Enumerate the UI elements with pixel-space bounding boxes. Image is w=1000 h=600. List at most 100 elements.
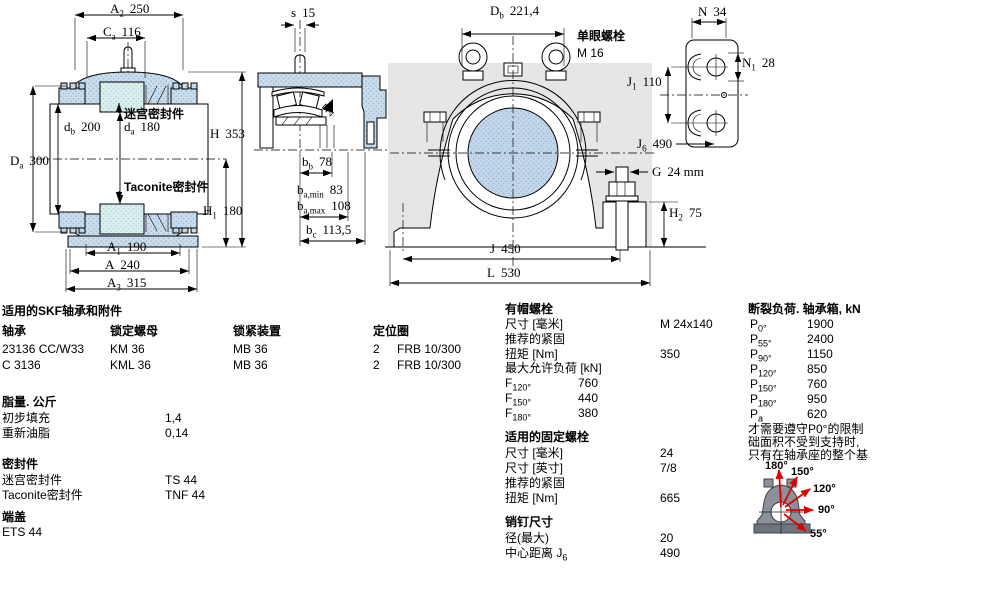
load-sym: P180°	[750, 392, 777, 409]
fixbolt-label: 尺寸 [毫米]	[505, 446, 564, 460]
base-top-view	[660, 18, 748, 148]
grease-value: 1,4	[165, 411, 182, 425]
bearings-title: 适用的SKF轴承和附件	[2, 304, 123, 318]
fixbolt-value: 7/8	[660, 461, 677, 475]
load-sym: P90°	[750, 347, 772, 364]
angle-label-120: 120°	[813, 483, 836, 495]
cell-locknut: KML 36	[110, 358, 151, 372]
load-sym: P0°	[750, 317, 767, 334]
breaking-note-line: 只有在轴承座的整个基	[748, 448, 869, 462]
load-angle-diagram	[753, 469, 814, 534]
angle-label-180: 180°	[765, 460, 788, 472]
load-value: 1150	[807, 347, 833, 361]
breaking-note-line: 础面积不受到支持时,	[748, 435, 860, 449]
fixbolt-value: 24	[660, 446, 674, 460]
angle-label-90: 90°	[818, 504, 835, 516]
grease-label: 初步填充	[2, 411, 51, 425]
col-ring: 定位圈	[373, 324, 410, 338]
cell-ring: FRB 10/300	[397, 358, 462, 372]
load-value: 760	[578, 376, 599, 390]
seal-label: Taconite密封件	[2, 488, 83, 502]
load-value: 950	[807, 392, 828, 406]
note-labyrinth-seal: 迷宫密封件	[124, 107, 185, 121]
load-sym: Pa	[750, 407, 764, 424]
capbolt-rec-label: 推荐的紧固	[505, 332, 566, 346]
endcover-value: ETS 44	[2, 525, 43, 539]
load-value: 440	[578, 391, 599, 405]
cell-bearing: C 3136	[2, 358, 41, 372]
capbolt-size-value: M 24x140	[660, 317, 713, 331]
fixbolts-title: 适用的固定螺栓	[505, 430, 590, 444]
col-bearing: 轴承	[2, 324, 27, 338]
load-sym: P120°	[750, 362, 777, 379]
load-value: 620	[807, 407, 828, 421]
fixbolt-label: 尺寸 [英寸]	[505, 461, 564, 475]
pin-label: 径(最大)	[505, 531, 549, 545]
col-lockdev: 锁紧装置	[233, 324, 282, 338]
note-eyebolt-size: M 16	[577, 46, 604, 60]
capbolt-torque-value: 350	[660, 347, 681, 361]
fixbolt-value: 665	[660, 491, 681, 505]
load-sym: F120°	[505, 376, 531, 393]
load-value: 850	[807, 362, 828, 376]
seal-value: TS 44	[165, 473, 198, 487]
pin-label: 中心距离 J6	[505, 546, 568, 563]
capbolt-size-label: 尺寸 [毫米]	[505, 317, 564, 331]
load-direction-arrows	[775, 469, 814, 532]
angle-label-55: 55°	[810, 528, 827, 540]
cell-bearing: 23136 CC/W33	[2, 342, 85, 356]
grease-value: 0,14	[165, 426, 189, 440]
breaking-note-line: 才需要遵守P0°的限制	[748, 422, 864, 436]
load-sym: P55°	[750, 332, 772, 349]
breaking-title: 断裂负荷. 轴承箱, kN	[748, 302, 861, 316]
capbolts-title: 有帽螺栓	[505, 302, 554, 316]
capbolt-maxload-label: 最大允许负荷 [kN]	[505, 361, 602, 375]
seal-value: TNF 44	[165, 488, 206, 502]
fixbolt-label: 扭矩 [Nm]	[505, 491, 558, 505]
note-taconite-seal: Taconite密封件	[124, 180, 209, 194]
seals-title: 密封件	[2, 457, 39, 471]
pin-value: 490	[660, 546, 681, 560]
grease-title: 脂量. 公斤	[2, 395, 57, 409]
fixbolt-label: 推荐的紧固	[505, 476, 566, 490]
angle-label-150: 150°	[791, 466, 814, 478]
grease-label: 重新油脂	[2, 426, 51, 440]
load-value: 1900	[807, 317, 834, 331]
front-view	[385, 28, 706, 287]
load-sym: F180°	[505, 406, 531, 423]
load-sym: F150°	[505, 391, 531, 408]
cell-ring: FRB 10/300	[397, 342, 462, 356]
note-eyebolt: 单眼螺栓	[577, 29, 626, 43]
pins-title: 销钉尺寸	[505, 515, 554, 529]
endcover-title: 端盖	[2, 510, 27, 524]
cell-locknut: KM 36	[110, 342, 145, 356]
load-value: 760	[807, 377, 828, 391]
load-sym: P150°	[750, 377, 777, 394]
cell-lockdev: MB 36	[233, 358, 268, 372]
pin-value: 20	[660, 531, 674, 545]
seal-label: 迷宫密封件	[2, 473, 63, 487]
